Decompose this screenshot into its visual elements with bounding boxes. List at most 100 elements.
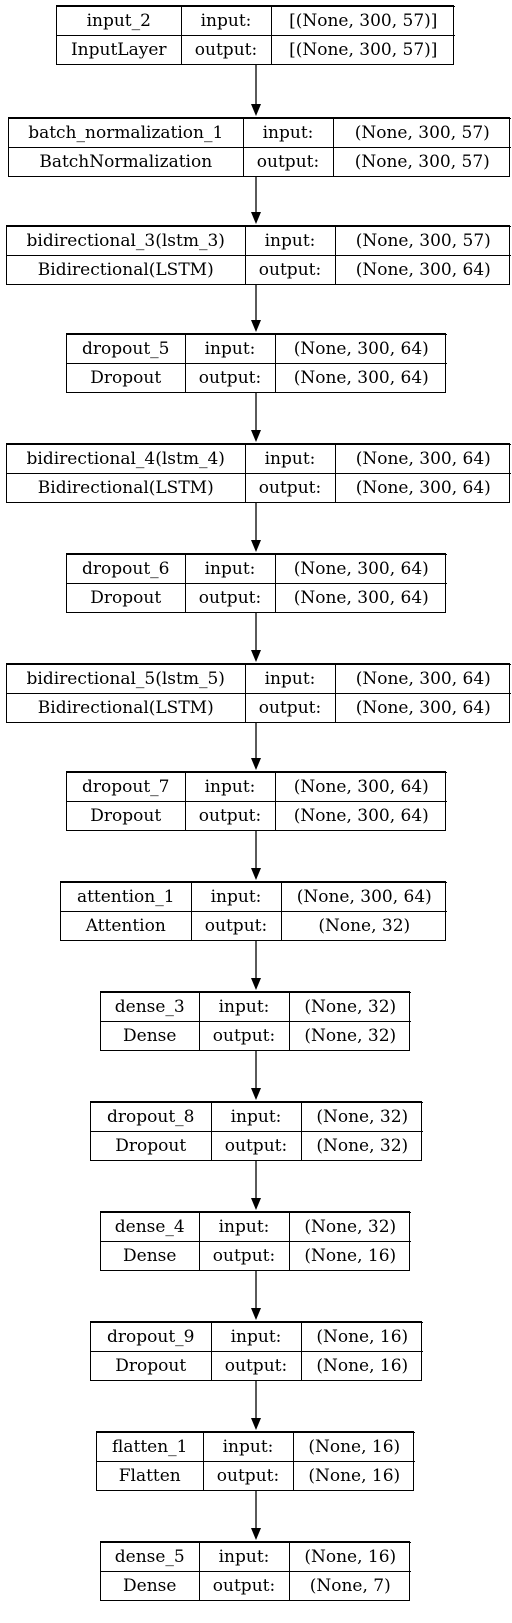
layer-type: BatchNormalization bbox=[9, 147, 244, 176]
layer-name: bidirectional_5(lstm_5) bbox=[7, 664, 246, 694]
layer-name: input_2 bbox=[57, 6, 182, 36]
output-shape: (None, 300, 64) bbox=[334, 255, 511, 284]
layer-node-bidirectional-3-lstm-3-: bidirectional_3(lstm_3)input:(None, 300,… bbox=[6, 225, 511, 285]
input-shape: (None, 32) bbox=[288, 992, 411, 1022]
input-shape: (None, 16) bbox=[300, 1322, 423, 1352]
input-label: input: bbox=[244, 444, 336, 474]
output-label: output: bbox=[210, 1131, 302, 1160]
input-label: input: bbox=[184, 554, 276, 584]
output-label: output: bbox=[244, 693, 336, 722]
layer-type: Bidirectional(LSTM) bbox=[7, 693, 246, 722]
arrowhead bbox=[251, 1308, 261, 1320]
output-shape: (None, 32) bbox=[288, 1021, 411, 1050]
input-shape: (None, 32) bbox=[288, 1212, 411, 1242]
arrowhead bbox=[251, 1198, 261, 1210]
input-shape: [(None, 300, 57)] bbox=[270, 6, 455, 36]
input-label: input: bbox=[190, 882, 282, 912]
layer-type: Dropout bbox=[67, 583, 186, 612]
layer-type: Flatten bbox=[97, 1461, 204, 1490]
input-label: input: bbox=[210, 1322, 302, 1352]
arrowhead bbox=[251, 650, 261, 662]
layer-name: flatten_1 bbox=[97, 1432, 204, 1462]
input-shape: (None, 300, 64) bbox=[280, 882, 447, 912]
input-shape: (None, 16) bbox=[292, 1432, 415, 1462]
layer-type: Dropout bbox=[91, 1131, 212, 1160]
input-shape: (None, 32) bbox=[300, 1102, 423, 1132]
layer-name: dense_3 bbox=[101, 992, 200, 1022]
layer-type: Dropout bbox=[67, 363, 186, 392]
output-shape: (None, 300, 64) bbox=[334, 473, 511, 502]
layer-type: InputLayer bbox=[57, 35, 182, 64]
arrowhead bbox=[251, 430, 261, 442]
arrowhead bbox=[251, 540, 261, 552]
output-shape: (None, 300, 57) bbox=[332, 147, 511, 176]
output-label: output: bbox=[184, 583, 276, 612]
input-shape: (None, 300, 64) bbox=[334, 664, 511, 694]
output-shape: (None, 16) bbox=[292, 1461, 415, 1490]
layer-name: dropout_5 bbox=[67, 334, 186, 364]
output-label: output: bbox=[244, 473, 336, 502]
input-label: input: bbox=[242, 118, 334, 148]
layer-name: dense_5 bbox=[101, 1542, 200, 1572]
layer-name: dropout_7 bbox=[67, 772, 186, 802]
output-shape: (None, 16) bbox=[300, 1351, 423, 1380]
input-shape: (None, 300, 57) bbox=[332, 118, 511, 148]
arrowhead bbox=[251, 1418, 261, 1430]
layer-name: bidirectional_4(lstm_4) bbox=[7, 444, 246, 474]
arrowhead bbox=[251, 868, 261, 880]
input-label: input: bbox=[198, 1542, 290, 1572]
layer-node-bidirectional-4-lstm-4-: bidirectional_4(lstm_4)input:(None, 300,… bbox=[6, 443, 511, 503]
output-shape: (None, 300, 64) bbox=[274, 583, 447, 612]
input-label: input: bbox=[198, 1212, 290, 1242]
output-label: output: bbox=[242, 147, 334, 176]
layer-type: Bidirectional(LSTM) bbox=[7, 255, 246, 284]
input-label: input: bbox=[184, 772, 276, 802]
arrowhead bbox=[251, 320, 261, 332]
output-label: output: bbox=[198, 1571, 290, 1600]
layer-name: dropout_9 bbox=[91, 1322, 212, 1352]
input-shape: (None, 300, 64) bbox=[274, 334, 447, 364]
layer-type: Dense bbox=[101, 1571, 200, 1600]
layer-node-bidirectional-5-lstm-5-: bidirectional_5(lstm_5)input:(None, 300,… bbox=[6, 663, 511, 723]
layer-type: Attention bbox=[61, 911, 192, 940]
output-shape: (None, 32) bbox=[300, 1131, 423, 1160]
layer-type: Dense bbox=[101, 1241, 200, 1270]
layer-name: dense_4 bbox=[101, 1212, 200, 1242]
input-shape: (None, 300, 64) bbox=[274, 772, 447, 802]
output-shape: [(None, 300, 57)] bbox=[270, 35, 455, 64]
output-label: output: bbox=[180, 35, 272, 64]
layer-name: dropout_6 bbox=[67, 554, 186, 584]
input-label: input: bbox=[184, 334, 276, 364]
output-shape: (None, 16) bbox=[288, 1241, 411, 1270]
layer-type: Dense bbox=[101, 1021, 200, 1050]
layer-type: Dropout bbox=[91, 1351, 212, 1380]
input-label: input: bbox=[202, 1432, 294, 1462]
output-label: output: bbox=[210, 1351, 302, 1380]
arrowhead bbox=[251, 1528, 261, 1540]
input-label: input: bbox=[210, 1102, 302, 1132]
layer-type: Dropout bbox=[67, 801, 186, 830]
input-label: input: bbox=[180, 6, 272, 36]
arrowhead bbox=[251, 978, 261, 990]
input-shape: (None, 300, 64) bbox=[334, 444, 511, 474]
input-label: input: bbox=[244, 664, 336, 694]
arrowhead bbox=[251, 1088, 261, 1100]
output-label: output: bbox=[202, 1461, 294, 1490]
output-label: output: bbox=[198, 1241, 290, 1270]
output-label: output: bbox=[190, 911, 282, 940]
output-shape: (None, 300, 64) bbox=[274, 801, 447, 830]
input-shape: (None, 300, 64) bbox=[274, 554, 447, 584]
input-shape: (None, 300, 57) bbox=[334, 226, 511, 256]
layer-name: bidirectional_3(lstm_3) bbox=[7, 226, 246, 256]
